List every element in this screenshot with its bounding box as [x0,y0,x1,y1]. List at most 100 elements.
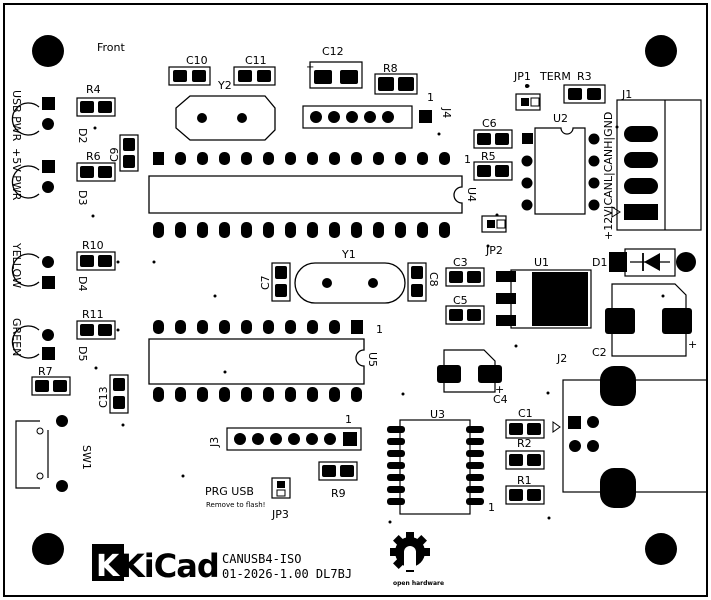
label-green: GREEN [10,318,23,356]
res-r2 [505,450,545,470]
res-r8 [374,73,418,95]
ref-R6: R6 [86,150,101,163]
ref-C11: C11 [245,54,267,67]
label-usb-pwr: USB PWR [10,90,23,142]
ref-C13: C13 [97,386,110,408]
ref-JP2: JP2 [485,244,503,257]
led-d3 [11,160,55,199]
res-r7 [31,376,71,396]
ref-J2: J2 [556,352,567,365]
ref-TERM: TERM [539,70,571,83]
ref-U1: U1 [534,256,549,269]
ref-R10: R10 [82,239,104,252]
mounting-hole-br [645,533,677,565]
j4-pin1: 1 [427,91,434,104]
side-label: Front [97,41,126,54]
u4-pin1: 1 [464,153,471,166]
ref-SW1: SW1 [80,445,93,470]
ref-JP3: JP3 [271,508,289,521]
ic-u3 [387,419,484,515]
ref-C7: C7 [259,275,272,290]
ref-D3: D3 [76,190,89,205]
res-r9 [318,461,358,481]
project-rev: 01-2026-1.00 DL7BJ [222,567,352,581]
ref-D2: D2 [76,128,89,143]
cap-c1 [505,419,545,439]
led-d4 [11,253,55,289]
crystal-y1 [294,262,406,304]
j3-pin1: 1 [345,413,352,426]
u5-pin1: 1 [376,323,383,336]
mounting-hole-tr [645,35,677,67]
header-j3 [226,427,362,451]
u3-pin1: 1 [488,501,495,514]
res-r5 [473,161,513,181]
ref-C1: C1 [518,407,533,420]
ref-C3: C3 [453,256,468,269]
cap-c4 [437,349,502,393]
res-r10 [76,251,116,271]
res-r11 [76,320,116,340]
res-r3 [563,84,606,104]
ref-R7: R7 [38,365,53,378]
cap-c8 [407,262,427,302]
svg-text:K: K [96,549,121,584]
cap-c13 [109,374,129,414]
ic-u1 [496,269,592,329]
svg-text:KiCad: KiCad [120,547,219,585]
ref-R3: R3 [577,70,592,83]
ref-C10: C10 [186,54,208,67]
ref-R11: R11 [82,308,104,321]
ref-R5: R5 [481,150,496,163]
ref-C9: C9 [108,147,121,162]
ref-R9: R9 [331,487,346,500]
ref-J3: J3 [208,437,221,448]
ref-C4: C4 [493,393,508,406]
cap-c9 [119,134,139,172]
cap-c5 [445,305,485,325]
ref-Y1: Y1 [341,248,356,261]
cap-c3 [445,267,485,287]
mounting-hole-bl [32,533,64,565]
ref-C12: C12 [322,45,344,58]
ref-C6: C6 [482,117,497,130]
ref-J4: J4 [440,107,453,118]
ref-U4: U4 [465,187,478,202]
cap-c7 [271,262,291,302]
label-remove-to-flash: Remove to flash! [206,501,265,509]
ref-R1: R1 [517,474,532,487]
res-r1 [505,485,545,505]
ic-u4 [148,152,463,238]
ref-R8: R8 [383,62,398,75]
board-outline [3,3,708,597]
ref-D1: D1 [592,256,607,269]
ref-JP1: JP1 [513,70,531,83]
jumper-jp2 [481,215,507,233]
terminal-j1 [611,99,702,231]
header-j4 [302,105,432,129]
svg-text:open hardware: open hardware [393,580,444,587]
ref-C8: C8 [427,272,440,287]
ic-u2 [521,127,600,215]
cap-c6 [473,129,513,149]
vias [91,84,665,524]
label-prg-usb: PRG USB [205,485,254,498]
ref-Y2: Y2 [217,79,232,92]
mounting-hole-tl [32,35,64,67]
res-r6 [76,162,116,182]
ref-J1: J1 [621,88,632,101]
diode-d1 [609,248,696,277]
cap-c2 [605,283,692,357]
ref-U5: U5 [366,352,379,367]
usb-connector-j2 [552,366,708,508]
cap-c12 [309,61,363,89]
ic-u5 [148,320,365,402]
jumper-jp3 [271,477,291,499]
project-name: CANUSB4-ISO [222,552,301,566]
crystal-y2 [168,66,276,141]
ref-U3: U3 [430,408,445,421]
c12-plus: + [306,62,314,73]
c2-plus: + [688,338,697,351]
